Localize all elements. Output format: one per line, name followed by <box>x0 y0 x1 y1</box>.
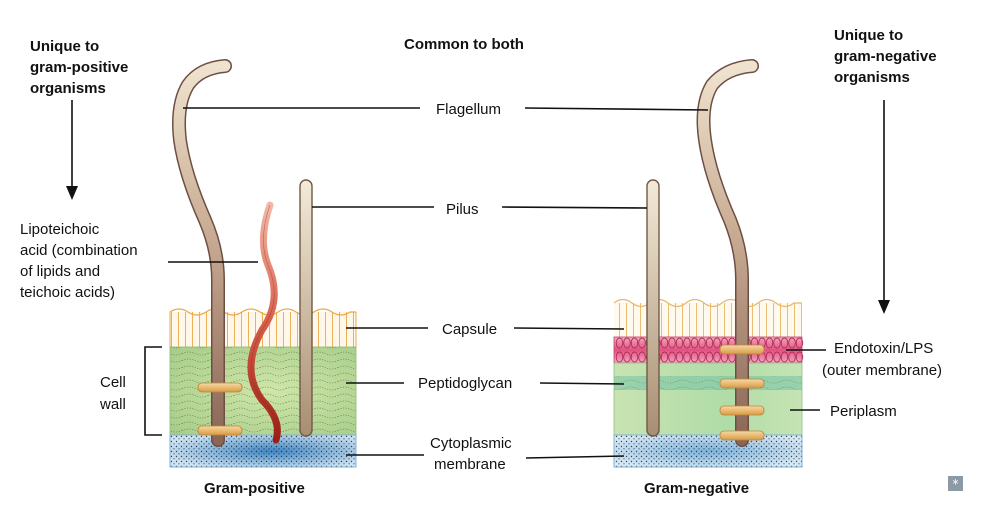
basal-body-ring <box>197 425 243 436</box>
pilus-callout: Pilus <box>312 201 648 218</box>
periplasm-label: Periplasm <box>830 403 897 420</box>
cytoplasmic-membrane-label: Cytoplasmic membrane <box>430 435 516 473</box>
left-down-arrow <box>66 100 78 200</box>
cell-wall-label: Cell wall <box>99 374 130 413</box>
peptidoglycan-layer-positive <box>169 346 357 436</box>
gram-positive-cell <box>169 59 357 468</box>
gram-positive-caption: Gram-positive <box>204 480 305 497</box>
common-header: Common to both <box>404 36 524 53</box>
cytoplasmic-membrane-callout: Cytoplasmic membrane <box>346 435 625 473</box>
pilus-negative <box>646 179 660 437</box>
svg-text:*: * <box>953 477 959 491</box>
lipoteichoic-acid-label: Lipoteichoic acid (combination of lipids… <box>20 221 142 301</box>
basal-body-ring <box>719 430 765 441</box>
peptidoglycan-label: Peptidoglycan <box>418 375 512 392</box>
right-down-arrow <box>878 100 890 314</box>
capsule-callout: Capsule <box>346 321 625 338</box>
endotoxin-label: Endotoxin/LPS (outer membrane) <box>822 340 942 379</box>
peptidoglycan-callout: Peptidoglycan <box>346 375 625 392</box>
gram-negative-caption: Gram-negative <box>644 480 749 497</box>
pilus-positive <box>299 179 313 437</box>
basal-body-ring <box>719 405 765 416</box>
periplasm-layer <box>613 362 803 436</box>
cell-wall-bracket <box>144 346 162 436</box>
flagellum-label: Flagellum <box>436 101 501 118</box>
capsule-label: Capsule <box>442 321 497 338</box>
asterisk-icon[interactable]: * <box>948 476 963 491</box>
cytoplasmic-membrane-positive <box>169 434 357 468</box>
gram-negative-cell <box>613 59 804 468</box>
basal-body-ring <box>719 344 765 355</box>
cytoplasmic-membrane-negative <box>613 434 803 468</box>
gram-positive-unique-header: Unique to gram-positive organisms <box>30 38 133 97</box>
basal-body-ring <box>197 382 243 393</box>
basal-body-ring <box>719 378 765 389</box>
capsule-layer-negative <box>613 298 802 337</box>
pilus-label: Pilus <box>446 201 479 218</box>
flagellum-callout: Flagellum <box>183 101 709 118</box>
gram-negative-unique-header: Unique to gram-negative organisms <box>834 27 941 86</box>
outer-membrane-lps <box>613 336 804 364</box>
